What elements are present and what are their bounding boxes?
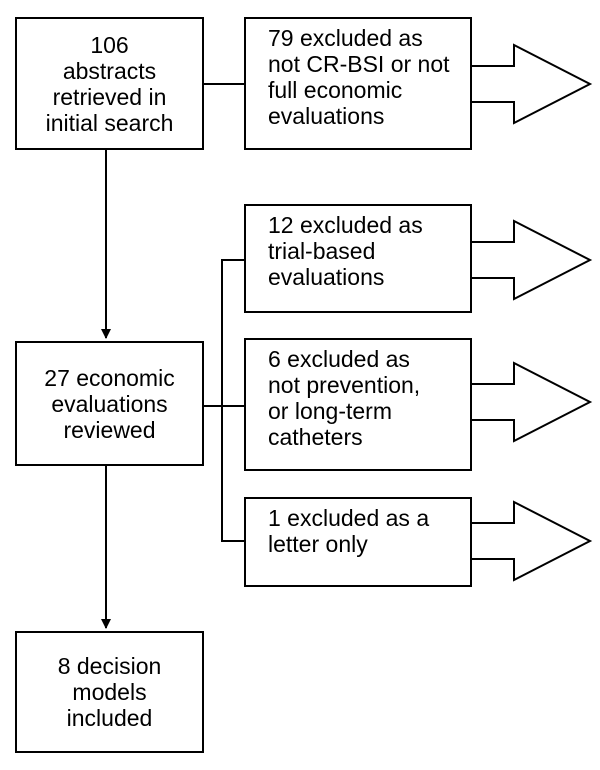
box-excluded-not-crbsi-line-2: not CR-BSI or not	[268, 51, 450, 77]
box-reviewed: 27 economic evaluations reviewed	[15, 341, 204, 466]
box-excluded-not-prevention: 6 excluded as not prevention, or long-te…	[244, 338, 472, 471]
box-included: 8 decision models included	[15, 631, 204, 753]
block-arrow-2	[472, 219, 593, 301]
box-initial-search: 106 abstracts retrieved in initial searc…	[15, 17, 204, 150]
box-excluded-trial-line-1: 12 excluded as	[268, 212, 423, 238]
box-excluded-not-prevention-line-1: 6 excluded as	[268, 346, 410, 372]
box-excluded-trial-line-2: trial-based	[268, 238, 376, 264]
box-included-line-1: 8 decision	[57, 653, 162, 679]
box-excluded-trial-line-3: evaluations	[268, 264, 385, 290]
connector-branch	[221, 259, 244, 542]
box-excluded-letter: 1 excluded as a letter only	[244, 497, 472, 587]
box-included-line-3: included	[66, 705, 153, 731]
box-initial-search-line-4: initial search	[45, 109, 174, 136]
box-initial-search-line-2: abstracts	[62, 57, 157, 84]
box-excluded-letter-line-1: 1 excluded as a	[268, 505, 430, 531]
box-excluded-not-crbsi-line-4: evaluations	[268, 103, 385, 129]
box-excluded-letter-line-2: letter only	[268, 531, 368, 557]
box-included-line-2: models	[72, 679, 147, 705]
box-reviewed-line-2: evaluations	[51, 390, 168, 417]
box-excluded-not-crbsi-line-3: full economic	[268, 77, 403, 103]
box-initial-search-line-1: 106	[90, 31, 129, 58]
box-excluded-not-crbsi-line-1: 79 excluded as	[268, 25, 423, 51]
box-excluded-trial: 12 excluded as trial-based evaluations	[244, 204, 472, 313]
box-initial-search-line-3: retrieved in	[52, 83, 167, 110]
box-excluded-not-prevention-line-2: not prevention,	[268, 372, 421, 398]
box-reviewed-line-3: reviewed	[63, 416, 156, 443]
box-excluded-not-crbsi: 79 excluded as not CR-BSI or not full ec…	[244, 17, 472, 150]
box-excluded-not-prevention-line-3: or long-term	[268, 398, 392, 424]
block-arrow-4	[472, 500, 593, 582]
box-excluded-not-prevention-line-4: catheters	[268, 424, 363, 450]
block-arrow-3	[472, 361, 593, 443]
block-arrow-1	[472, 43, 593, 125]
box-reviewed-line-1: 27 economic	[44, 364, 175, 391]
